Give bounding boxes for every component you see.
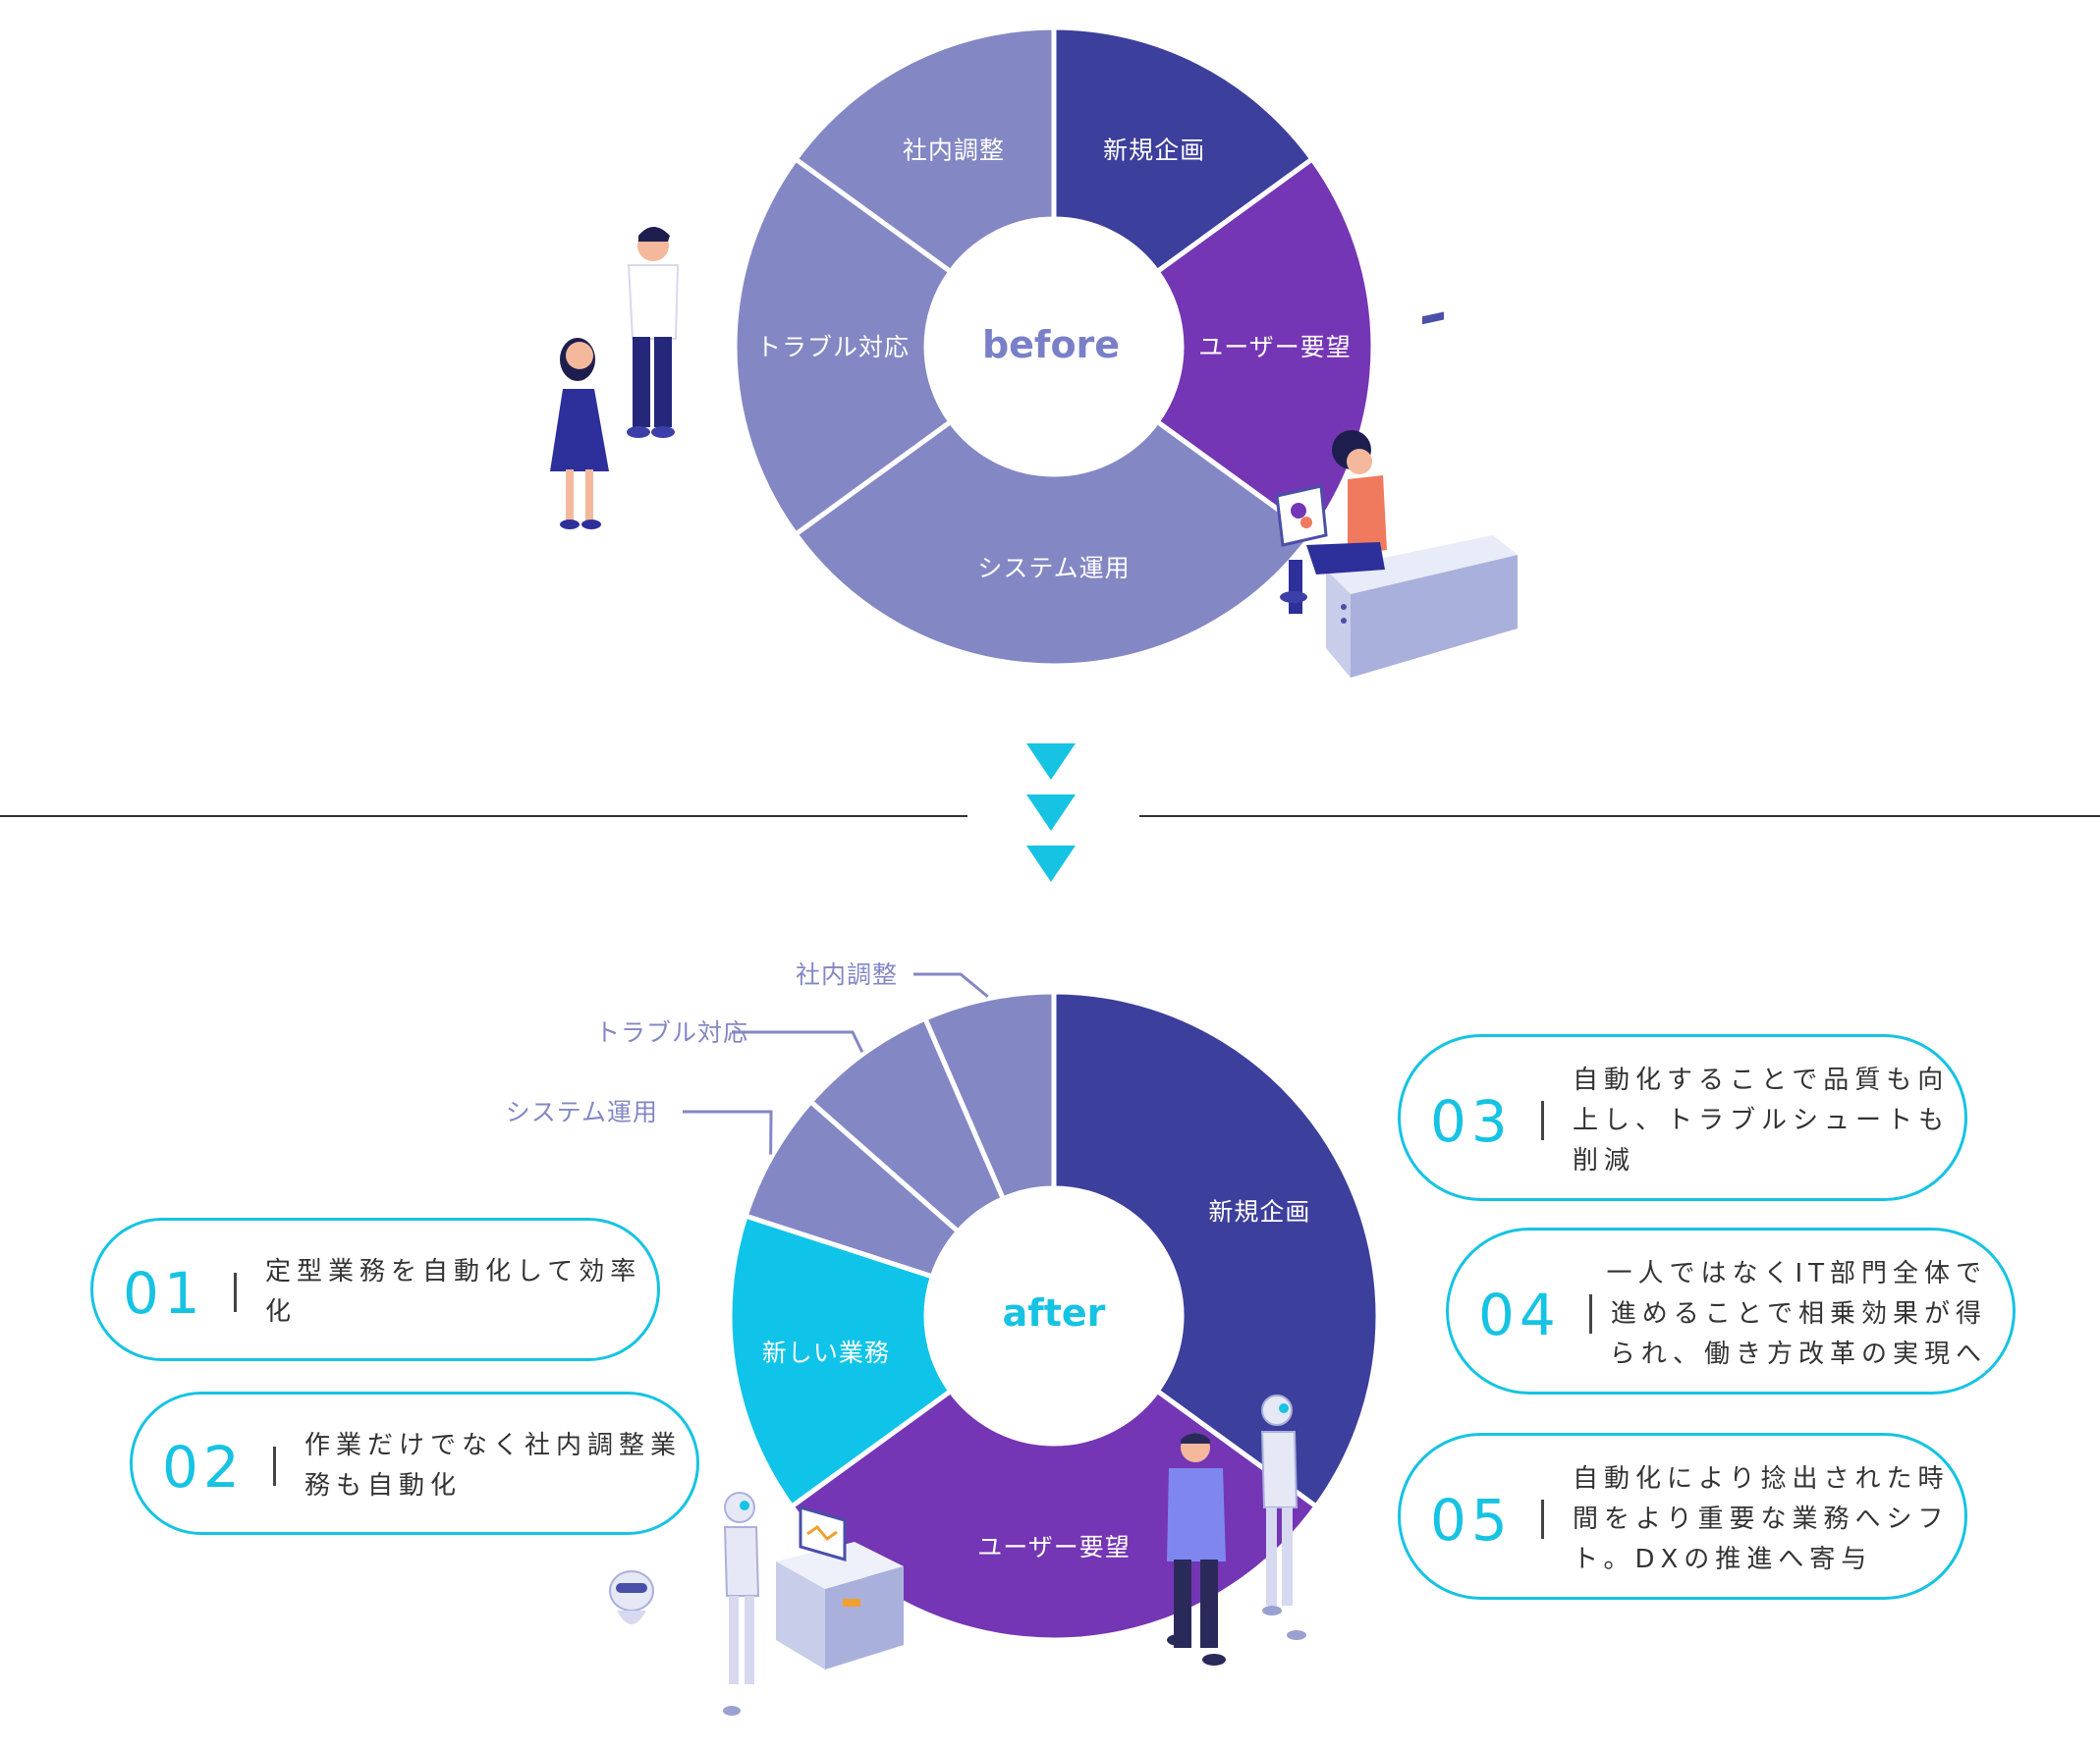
after-segment-0 xyxy=(1051,989,1381,1510)
point-01-number: 01 xyxy=(123,1260,205,1327)
point-03-separator xyxy=(1541,1101,1544,1140)
before-segment-label-1: ユーザー要望 xyxy=(1198,333,1352,361)
point-05-card: 05 自動化により捻出された時 間をより重要な業務へシフ ト。DXの推進へ寄与 xyxy=(1398,1433,1967,1600)
before-segment-4 xyxy=(792,25,1057,276)
after-segment-label-3: システム運用 xyxy=(506,1098,658,1126)
after-segment-label-2: 新しい業務 xyxy=(762,1339,890,1367)
point-04-card: 04 一人ではなくIT部門全体で 進めることで相乗効果が得 られ、働き方改革の実… xyxy=(1446,1228,2016,1395)
before-segment-1 xyxy=(1153,155,1376,538)
standing-couple-illustration xyxy=(550,227,680,529)
point-01-separator xyxy=(234,1273,237,1312)
point-05-separator xyxy=(1541,1500,1544,1539)
point-05-text: 自動化により捻出された時 間をより重要な業務へシフ ト。DXの推進へ寄与 xyxy=(1573,1464,1950,1574)
point-03-card: 03 自動化することで品質も向 上し、トラブルシュートも 削減 xyxy=(1398,1034,1967,1201)
before-segment-label-0: 新規企画 xyxy=(1103,137,1205,165)
point-03-number: 03 xyxy=(1430,1088,1513,1155)
after-segment-2 xyxy=(727,1212,955,1510)
before-segment-0 xyxy=(1051,25,1316,276)
point-02-number: 02 xyxy=(162,1434,245,1501)
after-segment-label-1: ユーザー要望 xyxy=(977,1533,1131,1561)
man-figure xyxy=(627,227,680,438)
down-arrows xyxy=(1026,743,1076,882)
after-segment-label-4: トラブル対応 xyxy=(595,1018,748,1047)
person-and-robot-illustration xyxy=(1167,1395,1306,1666)
after-segment-label-0: 新規企画 xyxy=(1208,1197,1310,1226)
point-04-separator xyxy=(1589,1294,1592,1334)
before-segment-label-4: 社内調整 xyxy=(903,137,1005,165)
point-04-number: 04 xyxy=(1478,1282,1561,1348)
robot-at-desk-illustration xyxy=(723,1492,904,1716)
after-segment-label-5: 社内調整 xyxy=(796,960,898,989)
point-03-text: 自動化することで品質も向 上し、トラブルシュートも 削減 xyxy=(1573,1066,1951,1176)
point-05-number: 05 xyxy=(1430,1487,1513,1554)
woman-figure xyxy=(550,338,609,529)
small-drone-robot-illustration xyxy=(609,1570,654,1624)
before-center-label: before xyxy=(982,323,1120,366)
after-callout-line-3 xyxy=(683,1110,773,1155)
point-01-text: 定型業務を自動化して効率 化 xyxy=(265,1257,642,1327)
point-02-text: 作業だけでなく社内調整業 務も自動化 xyxy=(304,1431,683,1501)
after-callout-line-5 xyxy=(913,972,989,999)
after-center-label: after xyxy=(1003,1291,1106,1335)
after-segment-5 xyxy=(921,989,1057,1202)
before-segment-3 xyxy=(732,155,955,538)
point-02-separator xyxy=(273,1447,276,1486)
server-worker-illustration xyxy=(1275,311,1518,678)
before-segment-label-3: トラブル対応 xyxy=(756,333,910,361)
point-02-card: 02 作業だけでなく社内調整業 務も自動化 xyxy=(130,1392,699,1535)
point-04-text: 一人ではなくIT部門全体で 進めることで相乗効果が得 られ、働き方改革の実現へ xyxy=(1606,1259,1987,1369)
before-segment-2 xyxy=(792,417,1316,669)
point-01-card: 01 定型業務を自動化して効率 化 xyxy=(90,1218,660,1361)
after-callout-line-4 xyxy=(732,1030,864,1054)
before-segment-label-2: システム運用 xyxy=(977,554,1130,582)
